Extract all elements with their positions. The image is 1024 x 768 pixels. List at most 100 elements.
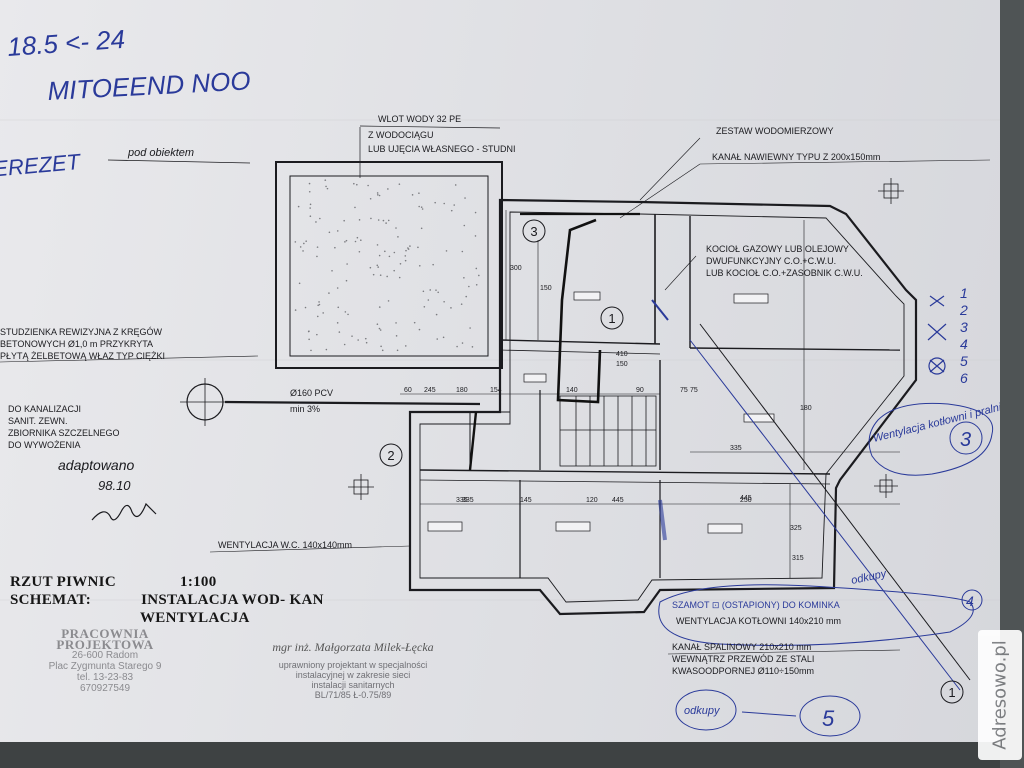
markers: [379, 219, 964, 704]
hatch-dot: [309, 207, 311, 209]
hatch-dot: [336, 287, 339, 289]
hatch-dot: [405, 249, 407, 252]
hatch-dot: [395, 227, 397, 229]
dimension-value: 145: [520, 497, 532, 504]
hatch-dot: [297, 205, 300, 208]
hatch-dot: [377, 194, 379, 196]
hatch-dot: [354, 206, 356, 209]
marker-1: 1: [608, 311, 615, 326]
hatch-dot: [377, 219, 380, 221]
building-walls: [275, 161, 918, 616]
watermark-text: Adresowo.pl: [989, 640, 1011, 750]
label-kanalizacja-4: DO WYWOŻENIA: [8, 440, 81, 450]
hatch-dot: [413, 321, 416, 324]
hatch-dot: [347, 313, 349, 316]
hatch-dot: [404, 255, 407, 257]
hatch-dot: [346, 263, 348, 265]
handwritten-adapt-note: adaptowano: [58, 457, 135, 473]
background-floor: [0, 742, 1000, 768]
hatch-dot: [443, 300, 445, 303]
hatch-dot: [461, 250, 464, 253]
hatch-dot: [475, 283, 478, 286]
hatch-dot: [450, 307, 452, 309]
label-wentylacja-wc: WENTYLACJA W.C. 140x140mm: [218, 540, 352, 550]
hatch-dot: [310, 349, 312, 352]
design-office-stamp: PRACOWNIA PROJEKTOWA 26-600 Radom Plac Z…: [20, 627, 190, 694]
hatch-dot: [358, 219, 361, 221]
handwritten-wentylacja-note: Wentylacja kotłowni i pralni: [872, 401, 1000, 445]
hatch-dot: [307, 330, 310, 333]
signature-mark: [91, 502, 157, 521]
dimension-value: 75: [690, 387, 698, 394]
hatch-dot: [385, 222, 387, 224]
crosshair-symbols: [348, 178, 904, 500]
hatch-dot: [456, 345, 458, 348]
hatch-dot: [387, 300, 390, 302]
label-kociol-3: LUB KOCIOŁ C.O.+ZASOBNIK C.W.U.: [706, 268, 863, 278]
dimension-value: 180: [800, 405, 812, 412]
hatch-dot: [463, 224, 466, 227]
hatch-dot: [420, 206, 423, 208]
hatch-dot: [427, 299, 430, 301]
hatch-dot: [308, 190, 311, 193]
hatch-dot: [379, 329, 382, 331]
manhole-symbol: [180, 378, 230, 426]
label-kanalizacja-1: DO KANALIZACJI: [8, 404, 81, 414]
hatch-dot: [343, 343, 346, 346]
stamp-designer-line3: instalacji sanitarnych: [311, 680, 395, 690]
title-schemat: SCHEMAT:: [10, 592, 92, 608]
hatch-dot: [468, 285, 470, 288]
plan-sheet: 18.5 <- 24 MITOEEND NOO EREZET pod obiek…: [0, 0, 1000, 742]
stamp-designer-line1: uprawniony projektant w specjalności: [278, 660, 428, 670]
designer-stamp: mgr inż. Małgorzata Milek-Łęcka uprawnio…: [268, 641, 438, 700]
hatch-dot: [380, 345, 382, 348]
label-pipe: Ø160 PCV: [290, 388, 333, 398]
hatch-dot: [407, 247, 409, 249]
staircase: [559, 395, 657, 467]
dimension-value: 120: [586, 497, 598, 504]
hatch-dot: [378, 254, 381, 257]
hatch-dot: [435, 289, 437, 291]
handwritten-adapt-date: 98.10: [98, 478, 131, 493]
legend-number: 6: [960, 370, 968, 386]
hatch-dot: [387, 188, 389, 190]
label-z-wodociagu: Z WODOCIĄGU: [368, 130, 434, 140]
hatch-dot: [381, 349, 384, 352]
label-studzienka-2: BETONOWYCH Ø1,0 m PRZYKRYTA: [0, 339, 153, 349]
label-wlot-wody: WLOT WODY 32 PE: [378, 114, 461, 124]
hatch-dot: [461, 342, 464, 344]
hatch-dot: [388, 255, 391, 258]
hatch-dot: [387, 219, 390, 222]
stamp-office-phone: tel. 13-23-83: [76, 672, 134, 683]
hatch-dot: [328, 292, 330, 294]
title-row-3: WENTYLACJA: [10, 610, 324, 628]
label-szamot: SZAMOT ⊡ (OSTAPIONY) DO KOMINKA: [672, 600, 840, 610]
hatch-dot: [336, 322, 339, 324]
hatch-dot: [354, 240, 357, 243]
hatch-dot: [378, 194, 381, 197]
room-tags: [427, 291, 775, 534]
handwritten-side-note: EREZET: [0, 149, 82, 182]
hatch-dot: [351, 335, 353, 337]
hatch-dot: [356, 183, 358, 186]
hatch-dot: [369, 197, 372, 200]
hatch-dot: [417, 246, 419, 249]
hatch-dot: [326, 187, 329, 190]
hatch-dot: [324, 179, 327, 181]
dimension-value: 445: [740, 495, 752, 502]
hatch-dot: [303, 242, 305, 245]
dimension-value: 154: [490, 387, 502, 394]
hatch-dot: [437, 291, 439, 294]
legend-number: 4: [960, 336, 968, 352]
dimension-value: 300: [510, 265, 522, 272]
hatch-dot: [294, 241, 297, 243]
hatch-dot: [471, 346, 474, 348]
hatch-dot: [331, 269, 333, 272]
hatch-dot: [357, 339, 359, 341]
hatch-dot: [469, 327, 471, 329]
hatch-dot: [336, 230, 339, 232]
hatch-dot: [464, 197, 466, 199]
hatch-dot: [453, 204, 456, 206]
hatch-dot: [365, 341, 368, 344]
